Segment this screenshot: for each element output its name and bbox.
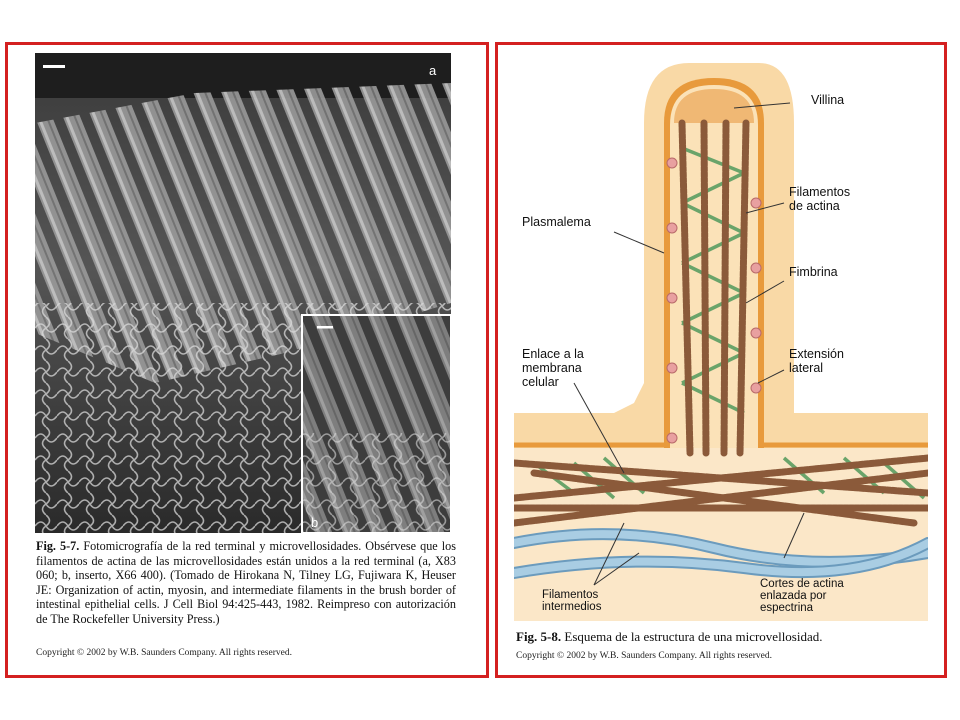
figure-5-8-caption: Fig. 5-8. Esquema de la estructura de un… xyxy=(516,629,823,645)
figure-5-7-text: Fotomicrografía de la red terminal y mic… xyxy=(36,539,457,626)
label-extension-lateral: Extensión lateral xyxy=(789,347,844,375)
figure-5-8-text: Esquema de la estructura de una microvel… xyxy=(564,629,823,644)
label-plasmalema: Plasmalema xyxy=(522,215,591,229)
right-copyright: Copyright © 2002 by W.B. Saunders Compan… xyxy=(516,651,772,661)
label-villina: Villina xyxy=(811,93,845,107)
panel-b-letter: b xyxy=(311,515,318,530)
label-filamentos-actina: Filamentos de actina xyxy=(789,185,851,213)
left-copyright: Copyright © 2002 by W.B. Saunders Compan… xyxy=(36,648,292,658)
figure-5-7-caption: Fig. 5-7. Fotomicrografía de la red term… xyxy=(36,539,456,627)
panel-a-letter: a xyxy=(429,63,437,78)
microvillus-diagram xyxy=(514,53,928,621)
right-figure-panel: Villina Filamentos de actina Plasmalema … xyxy=(495,42,947,678)
left-figure-panel: a b Fig. 5-7. Fotomicrografía de la red … xyxy=(5,42,489,678)
label-cortes-actina: Cortes de actina enlazada por espectrina xyxy=(760,578,844,614)
figure-5-8-number: Fig. 5-8. xyxy=(516,629,562,644)
figure-5-7-number: Fig. 5-7. xyxy=(36,539,80,553)
label-fimbrina: Fimbrina xyxy=(789,265,838,279)
label-filamentos-intermedios: Filamentos intermedios xyxy=(542,589,602,613)
micrograph-image: a b xyxy=(35,53,451,533)
label-enlace-membrana: Enlace a la membrana celular xyxy=(522,347,584,389)
